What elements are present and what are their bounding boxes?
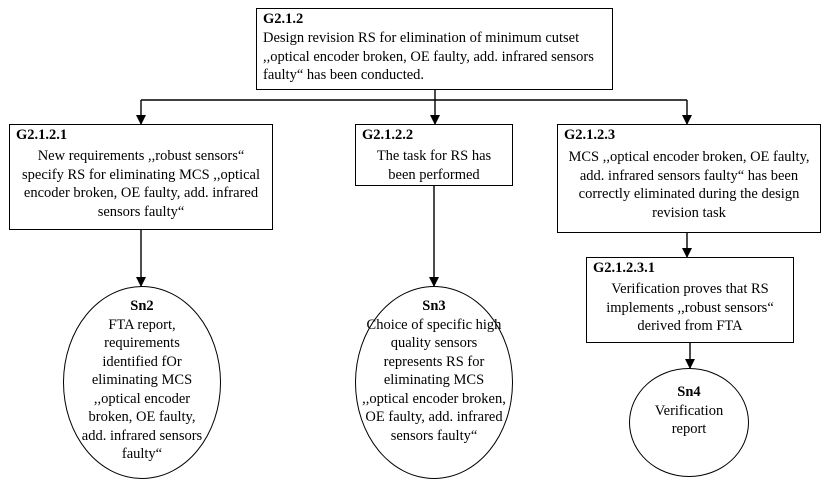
goal-id: G2.1.2.3.1 [593, 260, 656, 276]
solution-text: FTA report, requirements identified fOr … [81, 316, 203, 463]
goal-id: G2.1.2 [263, 11, 304, 27]
solution-id: Sn3 [422, 298, 446, 314]
solution-sn2: Sn2 FTA report, requirements identified … [63, 286, 221, 479]
goal-text: Verification proves that RS implements ,… [606, 281, 774, 334]
goal-id: G2.1.2.2 [362, 127, 414, 143]
goal-g2-1-2-2: G2.1.2.2 The task for RS has been perfor… [355, 124, 513, 186]
goal-text: New requirements ,,robust sensors“ speci… [21, 148, 261, 220]
solution-id: Sn2 [130, 298, 154, 314]
solution-id: Sn4 [677, 384, 701, 400]
goal-text: The task for RS has been performed [376, 148, 492, 183]
goal-g2-1-2-3: G2.1.2.3 MCS ,,optical encoder broken, O… [557, 124, 821, 233]
goal-g2-1-2: G2.1.2 Design revision RS for eliminatio… [256, 8, 613, 90]
solution-sn3: Sn3 Choice of specific high quality sens… [355, 286, 513, 479]
goal-id: G2.1.2.3 [564, 127, 616, 143]
goal-text: MCS ,,optical encoder broken, OE faulty,… [568, 149, 810, 221]
goal-g2-1-2-1: G2.1.2.1 New requirements ,,robust senso… [9, 124, 273, 230]
goal-g2-1-2-3-1: G2.1.2.3.1 Verification proves that RS i… [586, 257, 794, 343]
goal-id: G2.1.2.1 [16, 127, 68, 143]
goal-text: Design revision RS for elimination of mi… [263, 30, 594, 83]
solution-sn4: Sn4 Verification report [629, 368, 749, 477]
solution-text: Verification report [654, 402, 724, 438]
solution-text: Choice of specific high quality sensors … [362, 316, 506, 444]
